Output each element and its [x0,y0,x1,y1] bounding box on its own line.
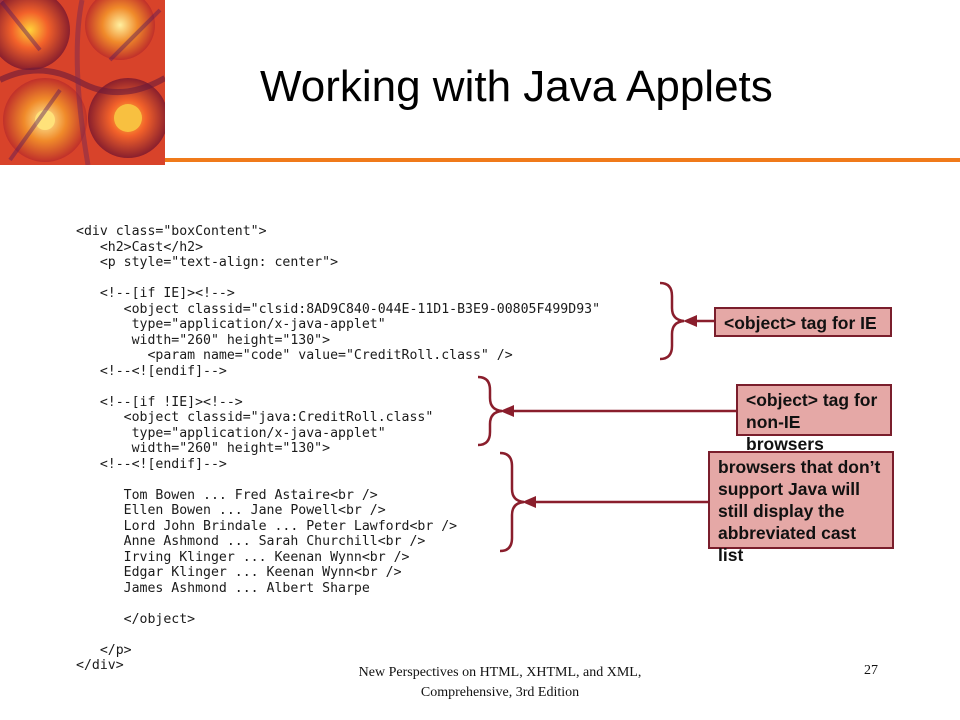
code-line: Irving Klinger ... Keenan Wynn<br /> [76,549,410,565]
code-line: James Ashmond ... Albert Sharpe [76,580,370,596]
code-line: <div class="boxContent"> [76,224,267,239]
callout-no-java-line-2: support Java will [718,479,860,499]
code-line: Lord John Brindale ... Peter Lawford<br … [76,518,458,534]
code-line: width="260" height="130"> [76,441,331,456]
brace-non-ie [477,375,503,447]
arrowhead-non-ie [500,405,514,417]
code-line: Edgar Klinger ... Keenan Wynn<br /> [76,565,402,580]
code-line: Ellen Bowen ... Jane Powell<br /> [76,503,386,518]
code-line: <!--<![endif]--> [76,363,227,379]
code-listing: <div class="boxContent"> <h2>Cast</h2> <… [76,224,600,674]
code-line: Anne Ashmond ... Sarah Churchill<br /> [76,534,426,549]
arrowhead-ie [683,315,697,327]
code-line: <h2>Cast</h2> [76,239,204,255]
footer-line-1: New Perspectives on HTML, XHTML, and XML… [358,665,642,680]
code-line: <param name="code" value="CreditRoll.cla… [76,348,513,363]
callout-no-java-line-1: browsers that don’t [718,457,881,477]
code-line: <!--[if !IE]><!--> [76,394,243,410]
brace-no-java [499,451,525,553]
code-line: type="application/x-java-applet" [76,425,386,441]
slide-title: Working with Java Applets [260,62,773,111]
brace-ie [659,281,685,361]
code-line: Tom Bowen ... Fred Astaire<br /> [76,487,378,503]
code-line: </div> [76,658,124,673]
callout-no-java-line-4: abbreviated cast list [718,523,857,565]
arrowhead-no-java [522,496,536,508]
callout-non-ie-line-2: non-IE browsers [746,412,824,454]
slide-footer: New Perspectives on HTML, XHTML, and XML… [330,663,670,703]
code-line: <object classid="clsid:8AD9C840-044E-11D… [76,301,601,317]
decorative-corner-image [0,0,165,165]
code-line: <p style="text-align: center"> [76,255,339,270]
code-line: </p> [76,642,132,658]
code-line: width="260" height="130"> [76,332,331,348]
code-line: <object classid="java:CreditRoll.class" [76,410,434,425]
callout-non-ie: <object> tag for non-IE browsers [736,384,892,454]
callout-no-java: browsers that don’t support Java will st… [708,451,894,565]
footer-line-2: Comprehensive, 3rd Edition [420,685,580,700]
code-line: type="application/x-java-applet" [76,317,386,332]
callout-ie-text: <object> tag for IE [724,313,877,333]
callout-no-java-line-3: still display the [718,501,845,521]
code-line: <!--[if IE]><!--> [76,286,235,301]
callout-non-ie-line-1: <object> tag for [746,390,878,410]
title-underline-rule [165,158,960,162]
page-number: 27 [864,663,878,678]
callout-ie: <object> tag for IE [714,307,892,337]
code-line: </object> [76,611,196,627]
code-line: <!--<![endif]--> [76,456,227,472]
